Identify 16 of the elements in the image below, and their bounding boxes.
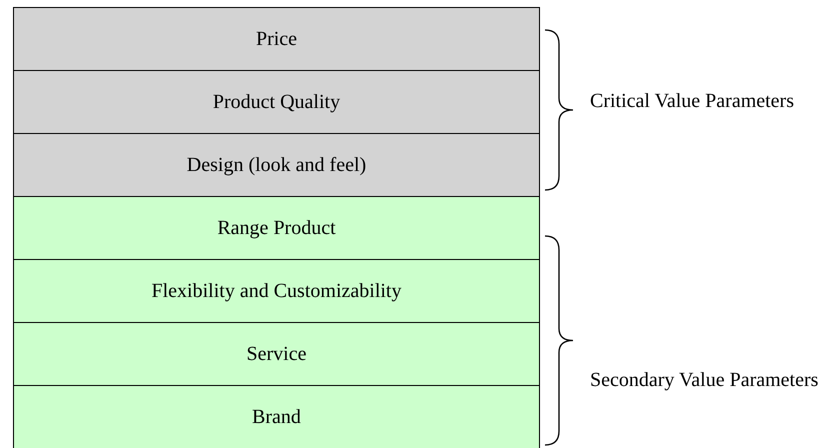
brace-label: Critical Value Parameters [590,89,796,114]
table-row [13,196,540,260]
table-row [13,133,540,197]
row-label: Design (look and feel) [186,154,366,176]
table-row [13,322,540,386]
table-row [13,70,540,134]
brace-label: Secondary Value Parameters [590,368,820,393]
row-label: Product Quality [212,90,340,114]
table-row [13,385,540,448]
row-label: Brand [252,406,301,428]
row-label: Range Product [217,216,336,240]
row-label: Service [246,342,306,366]
table-row [13,259,540,323]
row-label: Flexibility and Customizability [152,280,402,302]
table-row [13,7,540,71]
row-label: Price [256,28,298,50]
